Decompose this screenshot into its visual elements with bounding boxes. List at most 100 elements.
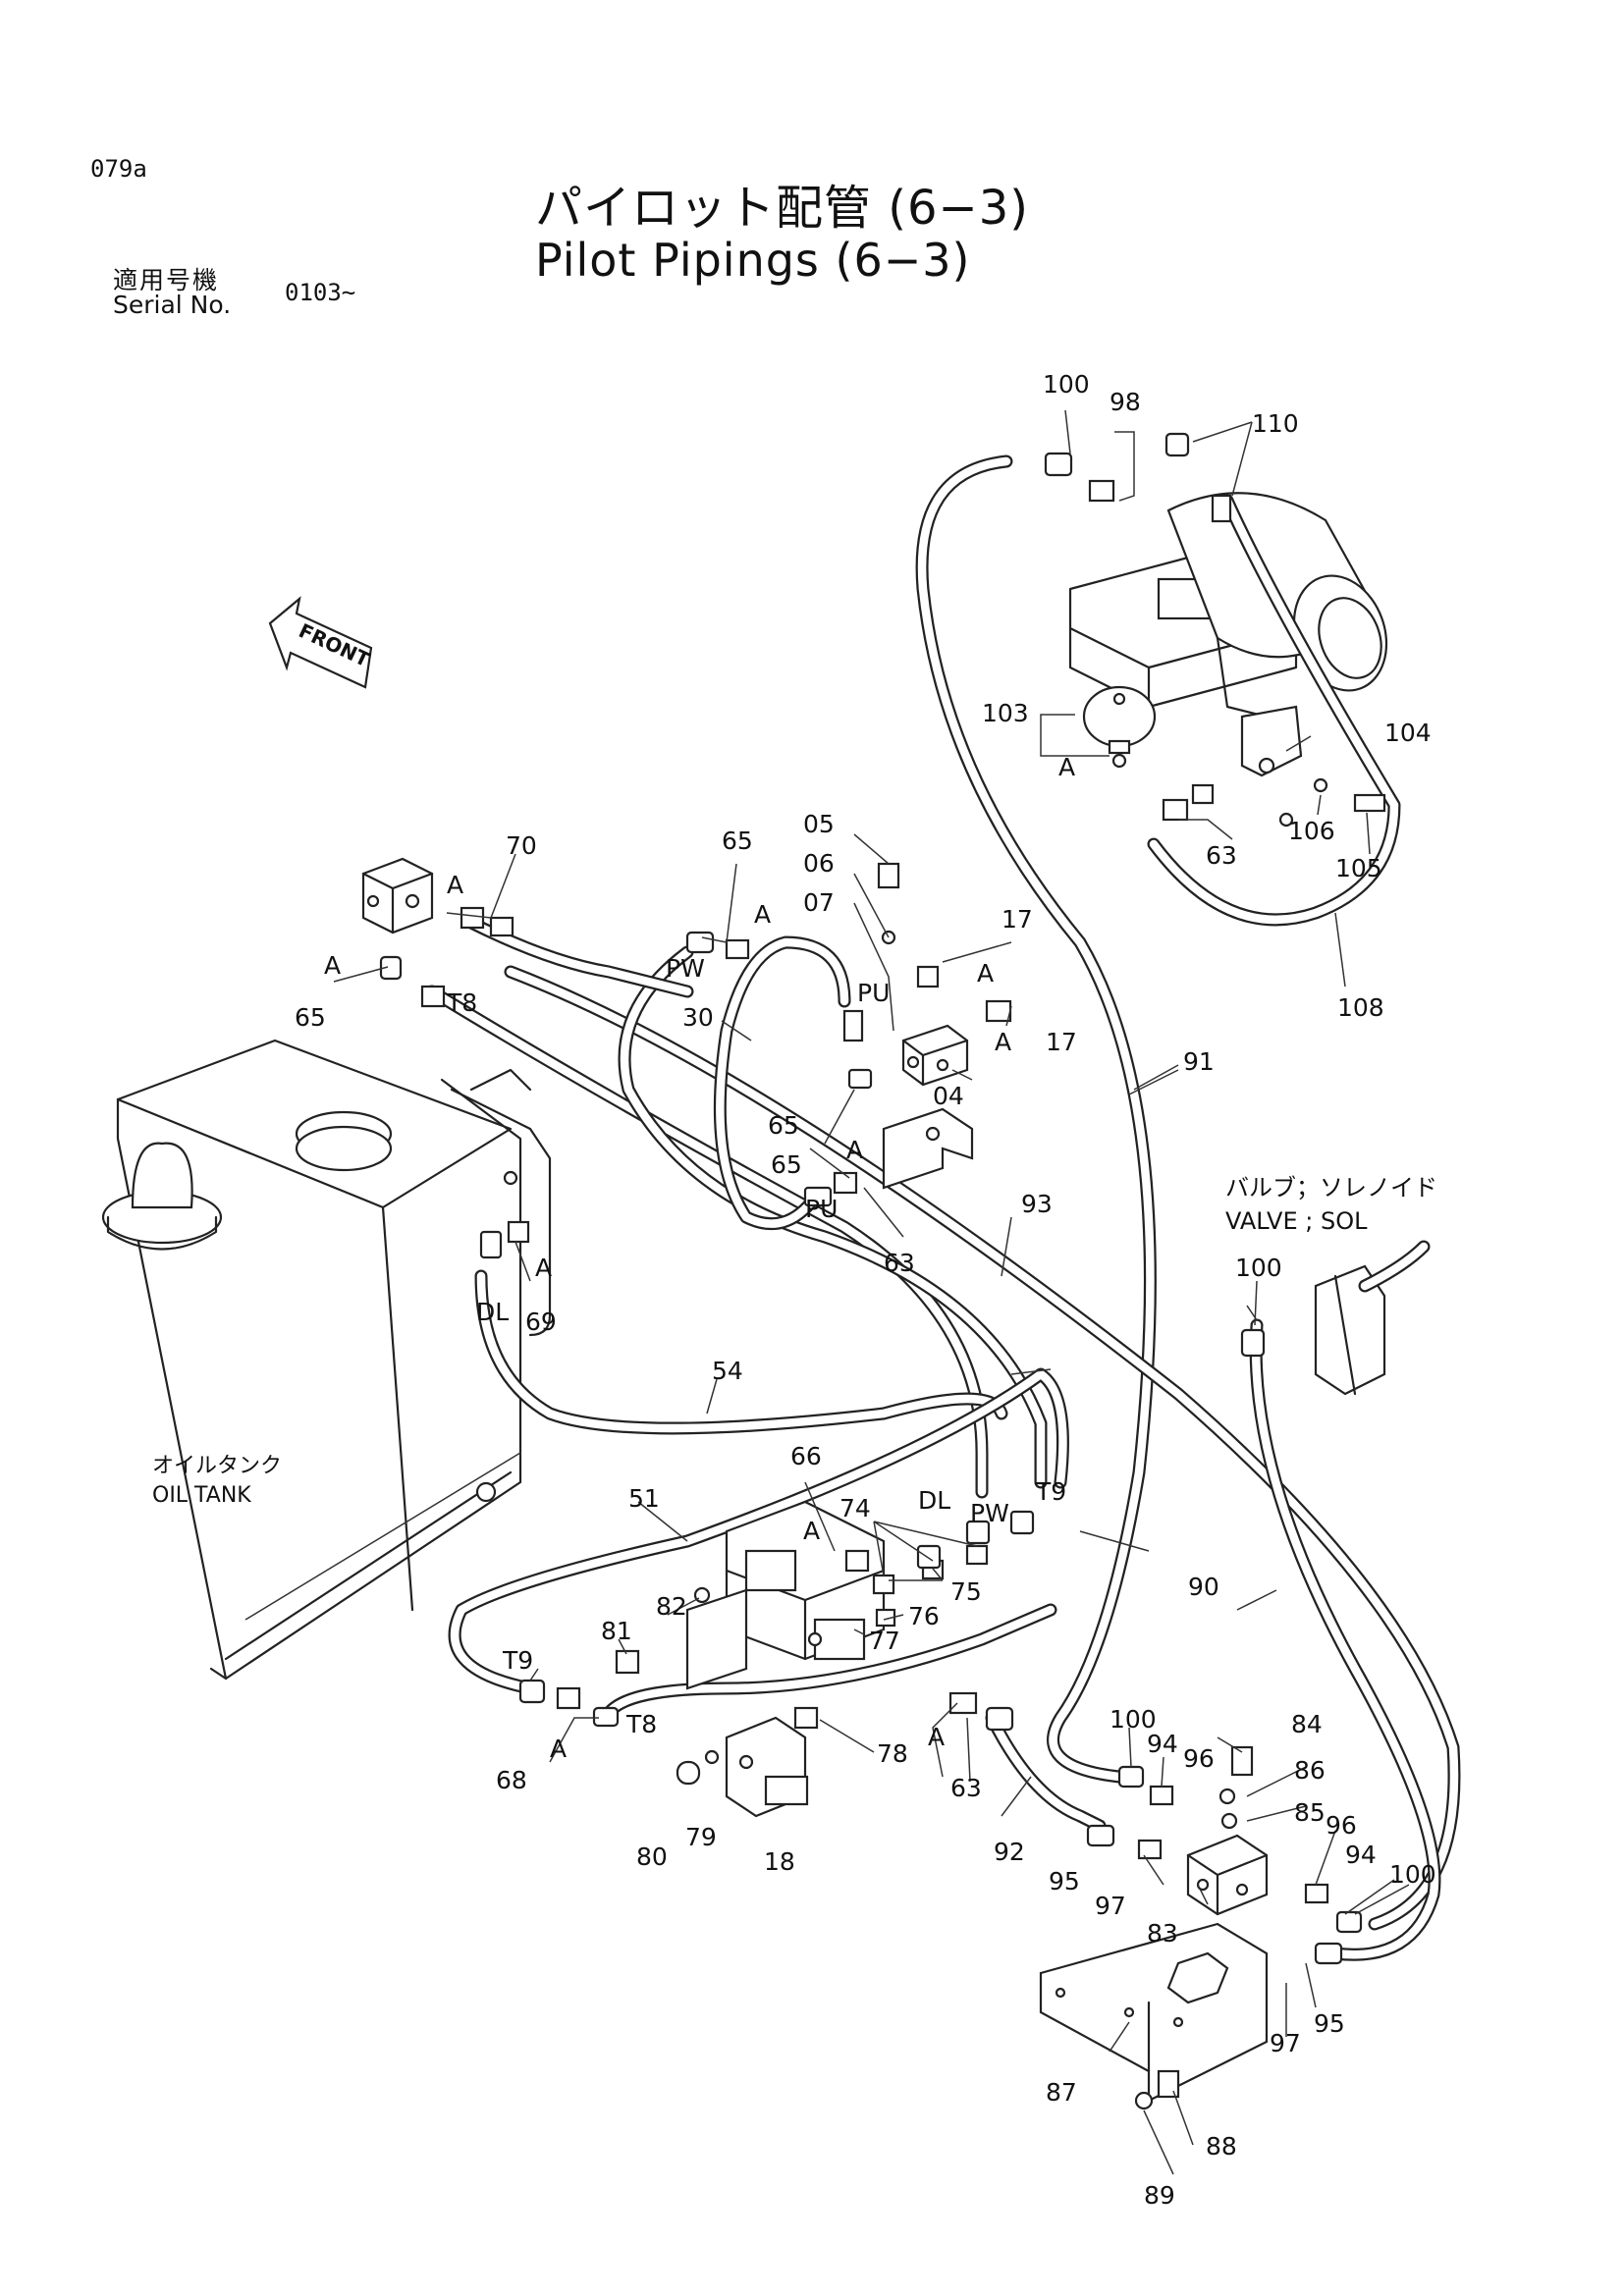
pump-motor-assembly bbox=[1068, 492, 1388, 777]
callout-a-65-lower: A bbox=[846, 1136, 863, 1164]
callout-a-63-lower: A bbox=[928, 1723, 945, 1751]
fitting-100-lower bbox=[1117, 1765, 1145, 1789]
callout-103: 103 bbox=[982, 699, 1029, 727]
callout-06: 06 bbox=[803, 849, 835, 878]
bolt-05 bbox=[877, 862, 900, 889]
fitting-94-right bbox=[1304, 1883, 1329, 1904]
callout-63-mid: 63 bbox=[884, 1249, 915, 1277]
callout-65-mid: 65 bbox=[722, 827, 753, 855]
nut-80 bbox=[676, 1760, 701, 1786]
callout-51: 51 bbox=[628, 1484, 660, 1513]
callout-pw-upper: PW bbox=[666, 954, 705, 983]
control-valve bbox=[685, 1500, 886, 1690]
page-code: 079a bbox=[90, 155, 147, 183]
fitting-100-top bbox=[1044, 452, 1073, 477]
callout-a-66: A bbox=[803, 1517, 820, 1545]
hose-30 bbox=[713, 935, 851, 1231]
hose-93 bbox=[504, 965, 1461, 1931]
serial-label-japanese: 適用号機 bbox=[113, 266, 220, 294]
callout-63-top: 63 bbox=[1206, 841, 1237, 870]
callout-t8-lower: T8 bbox=[625, 1710, 657, 1738]
callout-87: 87 bbox=[1046, 2078, 1077, 2107]
fitting-66 bbox=[844, 1549, 870, 1573]
front-arrow-icon: FRONT bbox=[268, 596, 373, 689]
callout-95-right: 95 bbox=[1314, 2009, 1345, 2038]
fitting-t9-left bbox=[518, 1679, 546, 1704]
fitting-74c bbox=[965, 1544, 989, 1566]
bolt-17-right bbox=[985, 999, 1012, 1023]
fitting-100-right bbox=[1335, 1910, 1363, 1934]
fitting-dl bbox=[916, 1544, 942, 1570]
washer-79 bbox=[704, 1749, 720, 1765]
oring-103 bbox=[1111, 753, 1127, 769]
callout-54: 54 bbox=[712, 1357, 743, 1385]
fitting-65-mid bbox=[685, 931, 715, 954]
callout-75: 75 bbox=[950, 1577, 982, 1606]
bolt-17-top bbox=[916, 965, 940, 988]
leader-lines bbox=[333, 409, 1410, 2175]
callout-69: 69 bbox=[525, 1308, 557, 1336]
callout-92: 92 bbox=[994, 1838, 1025, 1866]
callout-17-top: 17 bbox=[1001, 905, 1033, 934]
callout-89: 89 bbox=[1144, 2181, 1175, 2210]
fitting-110 bbox=[1164, 432, 1190, 457]
fitting-63-lower bbox=[948, 1691, 978, 1715]
callout-05: 05 bbox=[803, 810, 835, 838]
callout-93: 93 bbox=[1021, 1190, 1053, 1218]
callout-t9-top: T9 bbox=[1035, 1477, 1066, 1506]
hose-108 bbox=[1147, 494, 1401, 927]
callout-85: 85 bbox=[1294, 1798, 1326, 1827]
fitting-63-mid bbox=[833, 1171, 858, 1195]
page-title-english: Pilot Pipings (6−3) bbox=[535, 234, 971, 287]
callout-65-left: 65 bbox=[295, 1003, 326, 1032]
oil-tank: オイルタンク OIL TANK bbox=[101, 1039, 552, 1681]
callout-a-70: A bbox=[447, 871, 463, 899]
callout-96-right: 96 bbox=[1326, 1811, 1357, 1840]
hose-54 bbox=[474, 1269, 1008, 1435]
callout-65-pu: 65 bbox=[771, 1150, 802, 1179]
fitting-95-right bbox=[1314, 1942, 1343, 1965]
fitting-98 bbox=[1088, 479, 1115, 503]
callout-68: 68 bbox=[496, 1766, 527, 1794]
bolt-84 bbox=[1230, 1745, 1254, 1777]
callout-pu-upper: PU bbox=[857, 979, 890, 1007]
page-title-japanese: パイロット配管 (6−3) bbox=[535, 181, 1030, 236]
callout-95-left: 95 bbox=[1049, 1867, 1080, 1896]
fitting-81 bbox=[615, 1649, 640, 1675]
fitting-94-left bbox=[1149, 1785, 1174, 1806]
callout-66: 66 bbox=[790, 1442, 822, 1470]
serial-label-english: Serial No. bbox=[113, 291, 232, 319]
fitting-63-lower-b bbox=[985, 1706, 1014, 1732]
callout-81: 81 bbox=[601, 1617, 632, 1645]
callout-a-69: A bbox=[535, 1254, 552, 1282]
callout-88: 88 bbox=[1206, 2132, 1237, 2161]
callout-a-65-mid: A bbox=[754, 900, 771, 929]
fitting-65-mid-b bbox=[725, 938, 750, 960]
callout-pu-lower: PU bbox=[805, 1195, 838, 1223]
callout-65-lower: 65 bbox=[768, 1111, 799, 1140]
callout-17-right: 17 bbox=[1046, 1028, 1077, 1056]
callout-83: 83 bbox=[1147, 1919, 1178, 1948]
valve-label-japanese: バルブ；ソレノイド bbox=[1225, 1174, 1437, 1201]
callout-94-left: 94 bbox=[1147, 1730, 1178, 1758]
callout-07: 07 bbox=[803, 888, 835, 917]
fitting-65-left bbox=[379, 955, 403, 981]
fitting-110-hose bbox=[1211, 494, 1232, 523]
callout-04: 04 bbox=[933, 1082, 964, 1110]
callout-77: 77 bbox=[869, 1627, 900, 1655]
callout-a-17-top: A bbox=[977, 959, 994, 988]
callout-94-right: 94 bbox=[1345, 1841, 1377, 1869]
callout-100-valve: 100 bbox=[1235, 1254, 1282, 1282]
fitting-65-lower bbox=[847, 1068, 873, 1090]
callout-a-68: A bbox=[550, 1735, 567, 1763]
serial-number-value: 0103∼ bbox=[285, 279, 356, 306]
callout-70: 70 bbox=[506, 831, 537, 860]
callout-pw: PW bbox=[970, 1499, 1009, 1527]
hose-91 bbox=[915, 454, 1157, 1784]
callout-90: 90 bbox=[1188, 1573, 1219, 1601]
accumulator bbox=[1082, 685, 1157, 755]
callout-97-left: 97 bbox=[1095, 1892, 1126, 1920]
fitting-70b bbox=[489, 916, 514, 937]
hose-92 bbox=[985, 1711, 1107, 1833]
callouts: 100 98 110 103 A 104 106 105 63 108 70 A… bbox=[295, 370, 1436, 2210]
